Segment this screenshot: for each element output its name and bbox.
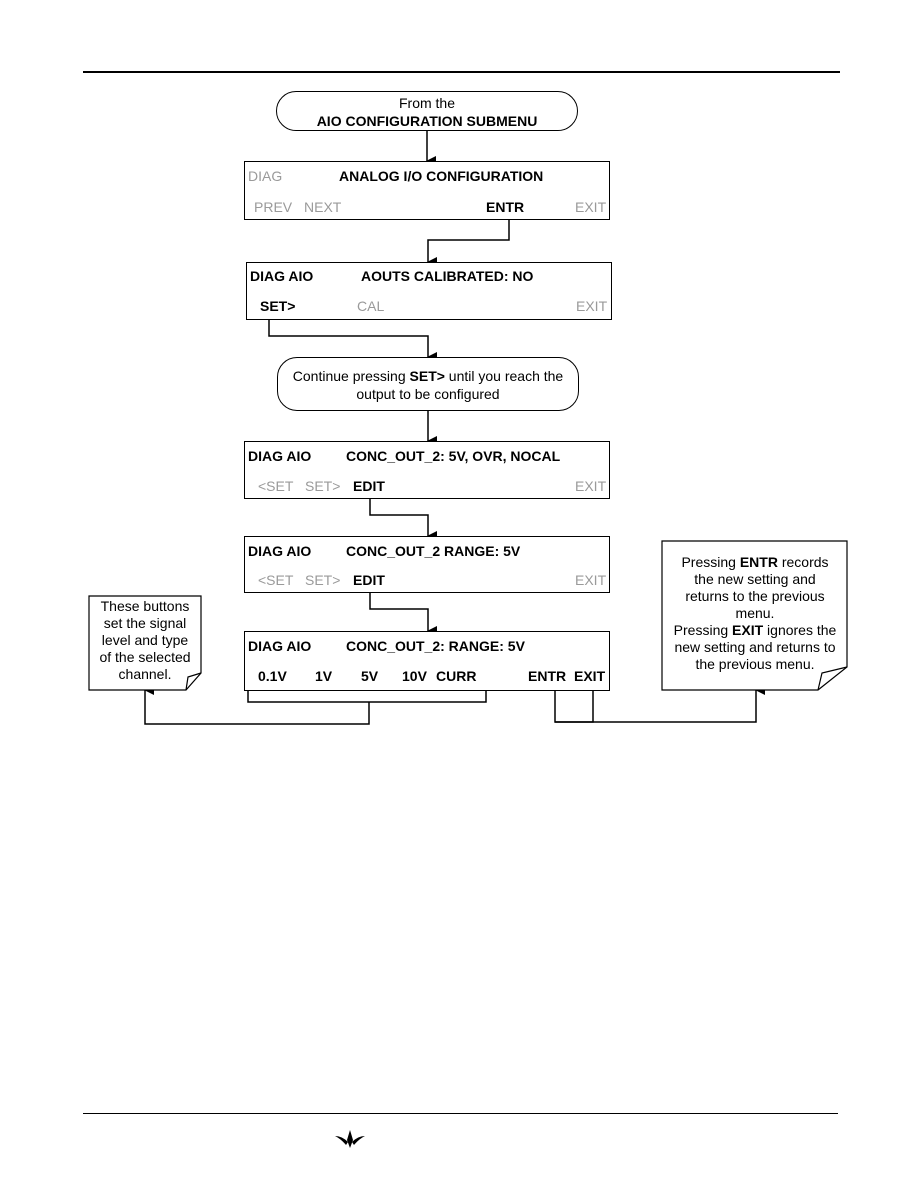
bracket-level-buttons [247,680,487,703]
screen2-title: AOUTS CALIBRATED: NO [361,268,534,284]
left-note-fold [185,672,202,691]
prev-set-button[interactable]: <SET [258,478,294,494]
exit-button[interactable]: EXIT [575,199,607,215]
right-note: Pressing ENTR records the new setting an… [673,554,837,672]
prev-set-button[interactable]: <SET [258,572,294,588]
start-line1: From the [398,95,455,111]
screen-aouts-calibrated: DIAG AIO AOUTS CALIBRATED: NO SET> CAL E… [246,262,612,320]
range-1v-button[interactable]: 1V [315,668,333,684]
start-line2: AIO CONFIGURATION SUBMENU [316,113,538,129]
prev-button[interactable]: PREV [254,199,293,215]
continue-line2: output to be configured [356,386,500,402]
right-note-fold [817,666,848,691]
edit-button[interactable]: EDIT [353,478,385,494]
exit-button[interactable]: EXIT [575,572,607,588]
exit-button[interactable]: EXIT [575,478,607,494]
screen1-title: ANALOG I/O CONFIGURATION [339,168,544,184]
screen4-mode: DIAG AIO [248,543,312,559]
range-5v-button[interactable]: 5V [361,668,379,684]
arrow-entr-to-screen2 [427,219,510,267]
exit-button[interactable]: EXIT [576,298,608,314]
arrow-edit-to-screen5 [369,591,437,636]
edit-button[interactable]: EDIT [353,572,385,588]
start-node: From the AIO CONFIGURATION SUBMENU [276,91,578,131]
screen5-mode: DIAG AIO [248,638,312,654]
continue-node: Continue pressing SET> until you reach t… [277,357,579,411]
next-button[interactable]: NEXT [304,199,342,215]
set-next-button[interactable]: SET> [305,572,341,588]
footer-rule [83,1113,838,1114]
screen2-mode: DIAG AIO [250,268,314,284]
screen4-title: CONC_OUT_2 RANGE: 5V [346,543,521,559]
screen-range-select: DIAG AIO CONC_OUT_2: RANGE: 5V 0.1V 1V 5… [244,631,610,691]
set-next-button[interactable]: SET> [305,478,341,494]
set-next-button[interactable]: SET> [260,298,296,314]
range-0-1v-button[interactable]: 0.1V [258,668,287,684]
screen3-title: CONC_OUT_2: 5V, OVR, NOCAL [346,448,561,464]
screen-conc-out-2-status: DIAG AIO CONC_OUT_2: 5V, OVR, NOCAL <SET… [244,441,610,499]
arrow-set-to-continue [268,319,437,362]
right-note-outline [661,540,848,691]
range-curr-button[interactable]: CURR [436,668,477,684]
header-rule [83,71,840,73]
left-note-outline [88,595,202,691]
screen5-title: CONC_OUT_2: RANGE: 5V [346,638,525,654]
screen1-mode: DIAG [248,168,283,184]
cal-button[interactable]: CAL [357,298,385,314]
arrow-to-right-note [555,685,765,723]
screen3-mode: DIAG AIO [248,448,312,464]
range-10v-button[interactable]: 10V [402,668,427,684]
entr-button[interactable]: ENTR [486,199,525,215]
screen-conc-out-2-range: DIAG AIO CONC_OUT_2 RANGE: 5V <SET SET> … [244,536,610,593]
arrow-to-left-note [144,685,370,725]
entr-button[interactable]: ENTR [528,668,567,684]
set-key-label: SET> [409,368,445,384]
arrow-edit-to-screen4 [369,497,437,541]
teledyne-logo-icon [335,1130,365,1148]
left-note: These buttons set the signal level and t… [99,598,191,682]
screen-analog-io-config: DIAG ANALOG I/O CONFIGURATION PREV NEXT … [244,161,610,220]
exit-button[interactable]: EXIT [574,668,606,684]
continue-line1: Continue pressing SET> until you reach t… [292,368,564,384]
